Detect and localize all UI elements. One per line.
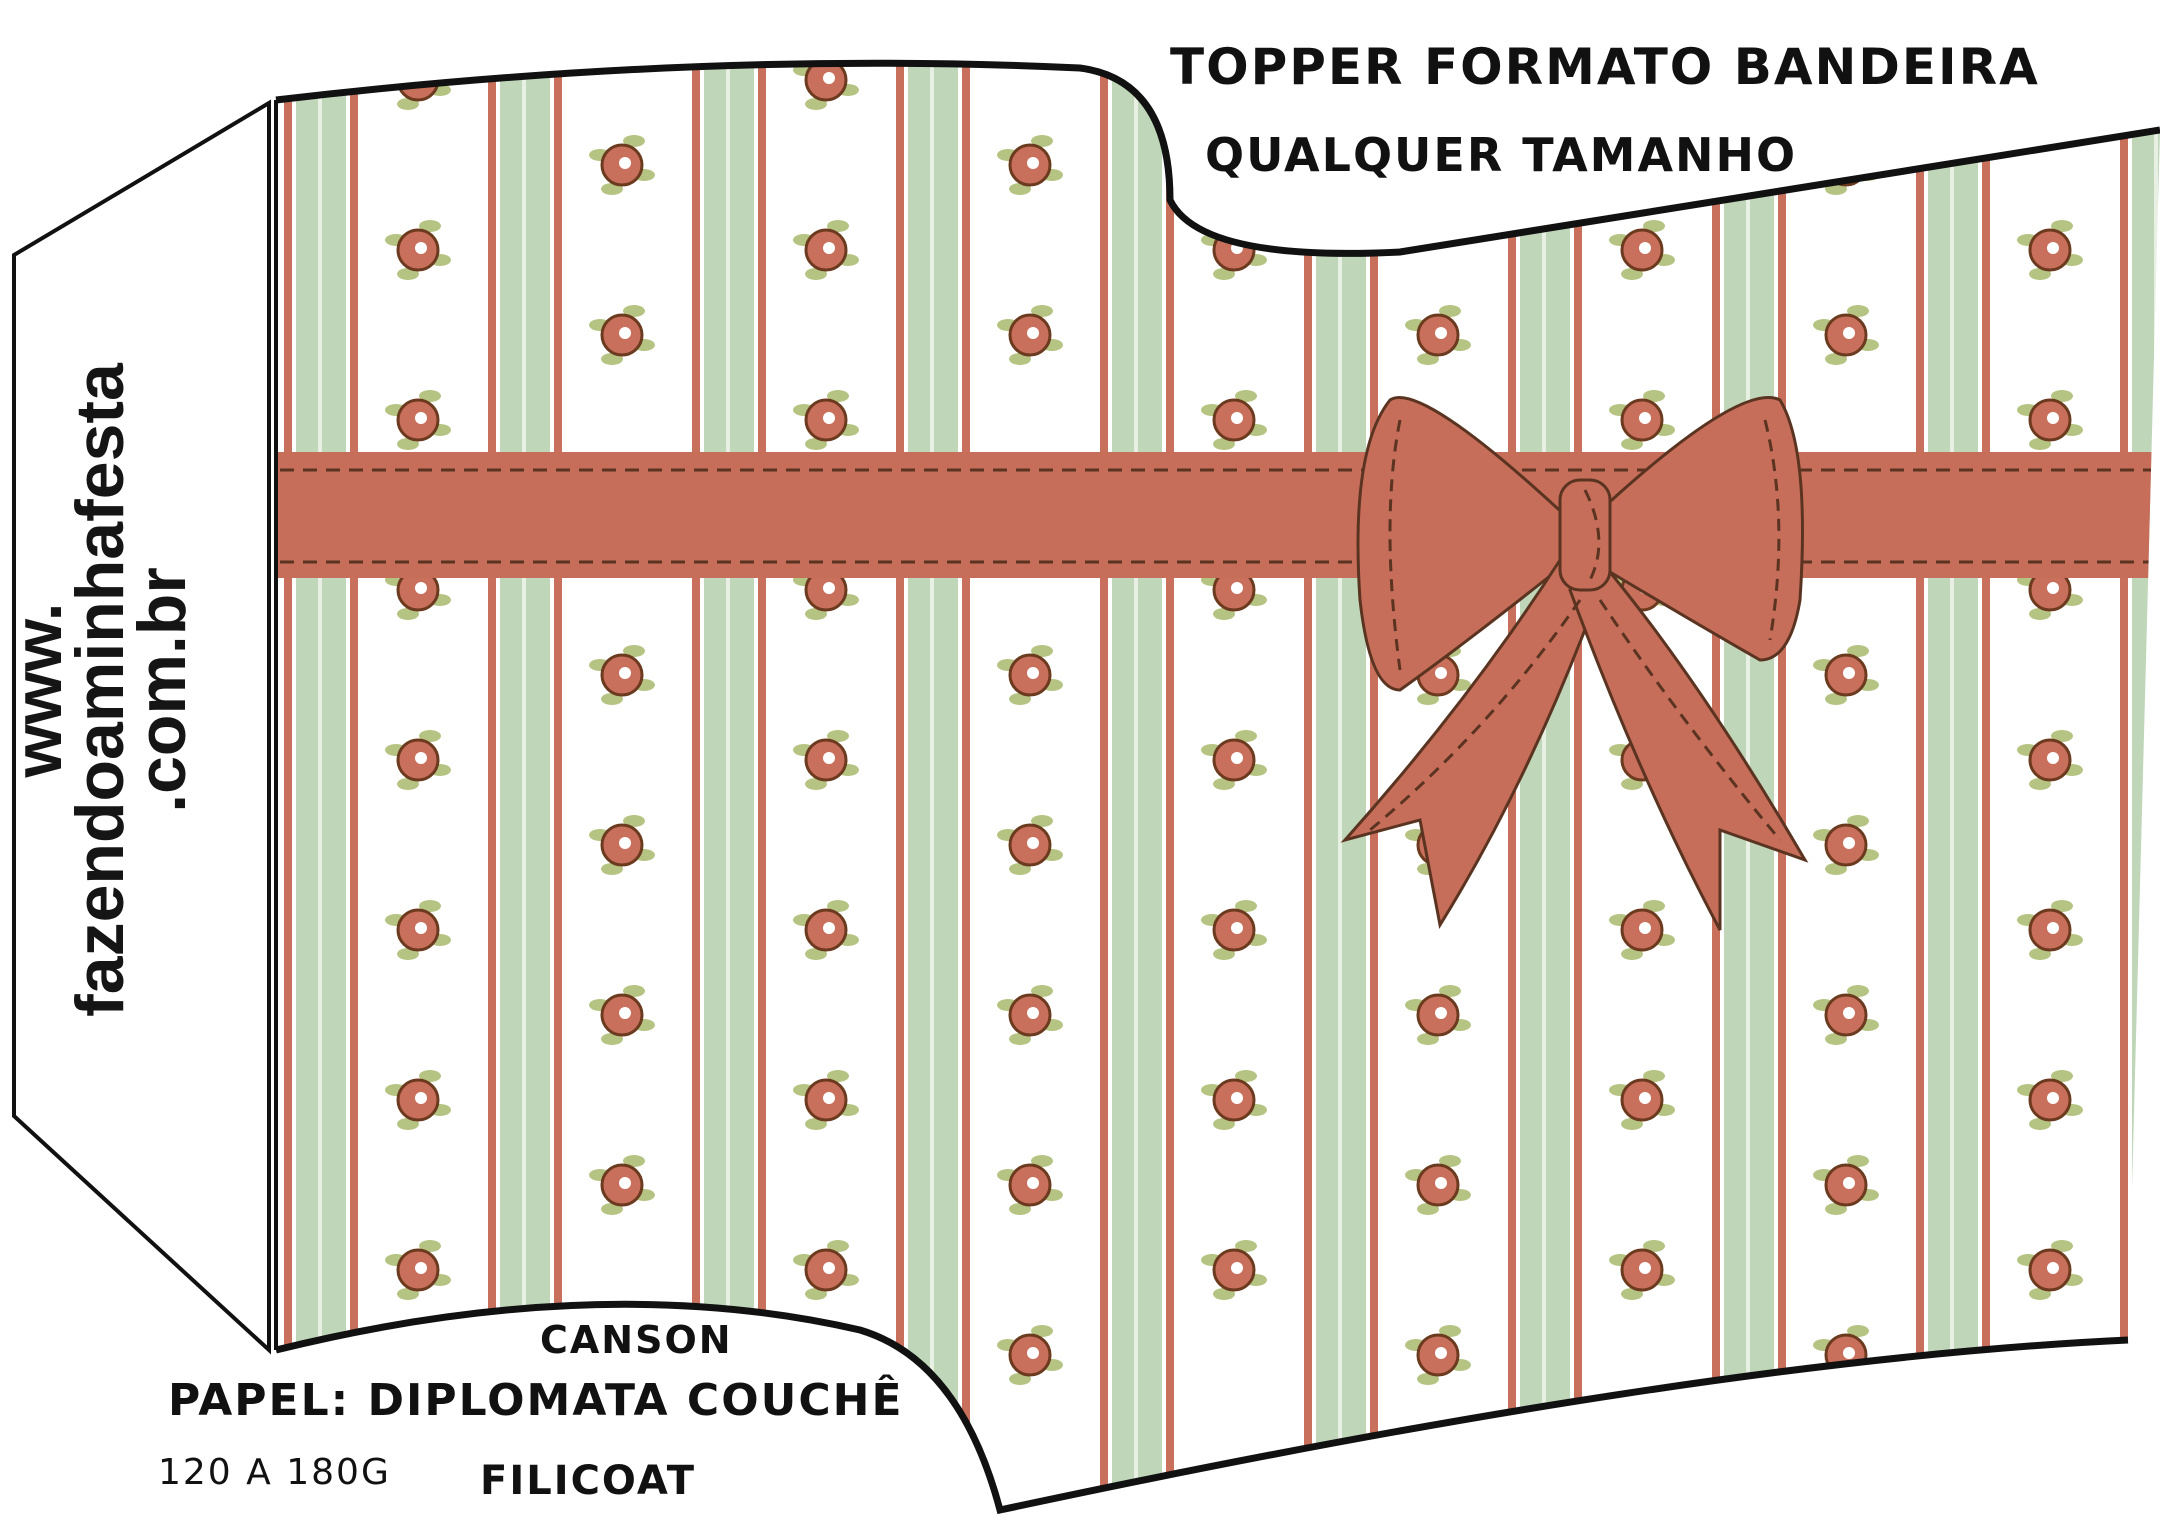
rose-icon xyxy=(804,738,848,782)
rose-icon xyxy=(600,313,644,357)
rose-icon xyxy=(2028,398,2072,442)
watermark-line-3: .com.br xyxy=(124,567,200,813)
paper-label: Papel: Diplomata Couchê xyxy=(168,1375,904,1426)
rose-icon xyxy=(600,653,644,697)
title-line-2: qualquer tamanho xyxy=(1205,128,1798,182)
rose-icon xyxy=(1416,313,1460,357)
rose-icon xyxy=(396,738,440,782)
rose-icon xyxy=(1212,1248,1256,1292)
paper-weight: 120 A 180G xyxy=(158,1452,391,1493)
rose-icon xyxy=(1824,313,1868,357)
rose-icon xyxy=(396,1248,440,1292)
rose-icon xyxy=(600,1163,644,1207)
title-line-1: Topper formato bandeira xyxy=(1170,38,2040,96)
rose-icon xyxy=(600,143,644,187)
rose-icon xyxy=(2028,228,2072,272)
rose-icon xyxy=(2028,738,2072,782)
rose-icon xyxy=(396,568,440,612)
rose-icon xyxy=(396,1078,440,1122)
rose-icon xyxy=(1620,398,1664,442)
paper-brand-canson: Canson xyxy=(540,1318,733,1362)
rose-icon xyxy=(396,228,440,272)
rose-icon xyxy=(1824,1333,1868,1377)
rose-icon xyxy=(1212,908,1256,952)
rose-icon xyxy=(804,1248,848,1292)
rose-icon xyxy=(1824,1163,1868,1207)
rose-icon xyxy=(1008,1333,1052,1377)
rose-icon xyxy=(1620,228,1664,272)
rose-icon xyxy=(396,398,440,442)
rose-icon xyxy=(1824,823,1868,867)
rose-icon xyxy=(804,398,848,442)
rose-icon xyxy=(804,228,848,272)
rose-icon xyxy=(1620,908,1664,952)
website-watermark: www. fazendoaminhafesta .com.br xyxy=(0,363,200,1017)
rose-icon xyxy=(804,63,848,102)
rose-icon xyxy=(1212,1078,1256,1122)
rose-icon xyxy=(600,823,644,867)
rose-icon xyxy=(1212,398,1256,442)
watermark-line-2: fazendoaminhafesta xyxy=(62,363,138,1017)
rose-icon xyxy=(1008,143,1052,187)
paper-brand-filicoat: Filicoat xyxy=(480,1458,696,1504)
rose-icon xyxy=(1008,653,1052,697)
rose-icon xyxy=(2028,568,2072,612)
rose-icon xyxy=(1824,653,1868,697)
rose-icon xyxy=(2028,1248,2072,1292)
rose-icon xyxy=(1008,993,1052,1037)
watermark-line-1: www. xyxy=(0,602,76,778)
rose-icon xyxy=(1620,1248,1664,1292)
bow xyxy=(1340,396,1809,931)
rose-icon xyxy=(1416,993,1460,1037)
rose-icon xyxy=(1008,313,1052,357)
rose-icon xyxy=(600,993,644,1037)
rose-icon xyxy=(804,1078,848,1122)
flag-body xyxy=(276,63,2160,1510)
rose-icon xyxy=(1008,823,1052,867)
rose-icon xyxy=(1620,1078,1664,1122)
rose-icon xyxy=(804,908,848,952)
rose-icon xyxy=(1212,738,1256,782)
side-tab xyxy=(12,99,271,1355)
rose-icon xyxy=(396,63,440,102)
ribbon-band xyxy=(276,452,2160,578)
rose-icon xyxy=(1824,993,1868,1037)
rose-icon xyxy=(2028,1078,2072,1122)
rose-icon xyxy=(2028,908,2072,952)
rose-icon xyxy=(1416,1163,1460,1207)
rose-icon xyxy=(1008,1163,1052,1207)
rose-icon xyxy=(1416,1333,1460,1377)
rose-icon xyxy=(396,908,440,952)
